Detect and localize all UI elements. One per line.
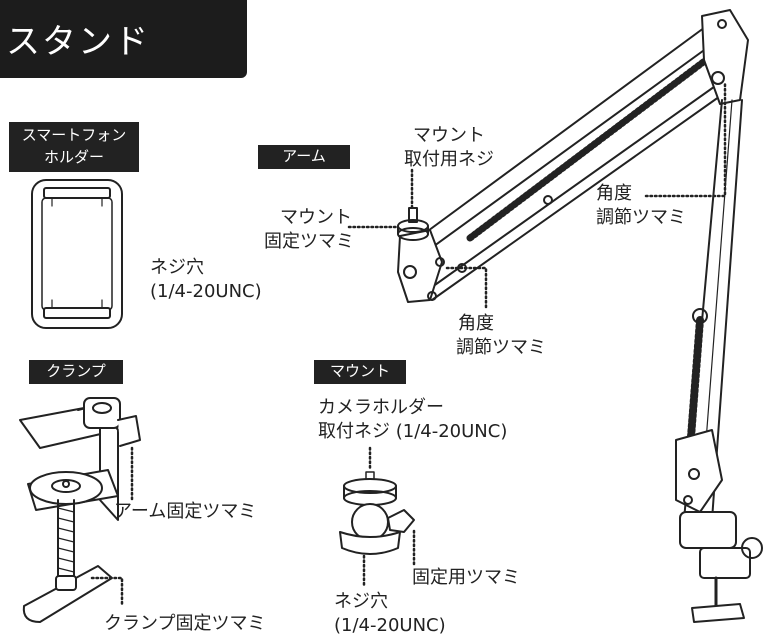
arm-fix-knob-label: アーム固定ツマミ <box>114 501 257 522</box>
mount-fix-knob-label-line1: マウント <box>280 207 352 228</box>
angle-knob-lower-label-line2: 調節ツマミ <box>456 337 546 358</box>
mount-fix-knob-label: マウント 固定ツマミ <box>264 206 354 254</box>
mount-screw-hole-label-line1: ネジ穴 <box>334 591 388 612</box>
arm-stand-illustration <box>397 9 763 623</box>
mount-attach-screw-label-line1: マウント <box>413 125 485 146</box>
phone-screw-hole-label: ネジ穴 (1/4-20UNC) <box>150 256 262 304</box>
section-tag-mount: マウント <box>314 360 406 384</box>
camera-holder-screw-label-line1: カメラホルダー <box>318 397 444 418</box>
angle-knob-lower-label-line1: 角度 <box>458 313 494 334</box>
page-title: スタンド <box>6 22 150 62</box>
clamp-fix-knob-label: クランプ固定ツマミ <box>104 613 266 634</box>
angle-knob-top-label-line2: 調節ツマミ <box>596 207 686 228</box>
section-tag-arm: アーム <box>258 145 350 169</box>
phone-screw-hole-label-line2: (1/4-20UNC) <box>150 281 262 302</box>
angle-knob-top-label-line1: 角度 <box>596 183 632 204</box>
title-banner: スタンド <box>0 0 247 78</box>
mount-attach-screw-label: マウント 取付用ネジ <box>394 124 504 172</box>
angle-knob-top-label: 角度 調節ツマミ <box>596 182 686 230</box>
mount-fix-knob-label-line2: 固定ツマミ <box>264 231 354 252</box>
mount-screw-hole-label: ネジ穴 (1/4-20UNC) <box>334 590 446 638</box>
mount-attach-screw-label-line2: 取付用ネジ <box>404 149 494 170</box>
mount-illustration <box>339 471 415 555</box>
phone-screw-hole-label-line1: ネジ穴 <box>150 257 204 278</box>
camera-holder-screw-label-line2: 取付ネジ (1/4-20UNC) <box>318 421 508 442</box>
angle-knob-lower-label: 角度 調節ツマミ <box>446 312 556 360</box>
section-tag-clamp: クランプ <box>29 360 123 384</box>
smartphone-holder-illustration <box>31 179 123 329</box>
section-tag-smartphone-holder: スマートフォンホルダー <box>9 122 139 172</box>
camera-holder-screw-label: カメラホルダー 取付ネジ (1/4-20UNC) <box>318 396 507 444</box>
fixing-knob-label: 固定用ツマミ <box>412 567 520 588</box>
mount-screw-hole-label-line2: (1/4-20UNC) <box>334 615 446 636</box>
clamp-illustration <box>19 397 141 623</box>
